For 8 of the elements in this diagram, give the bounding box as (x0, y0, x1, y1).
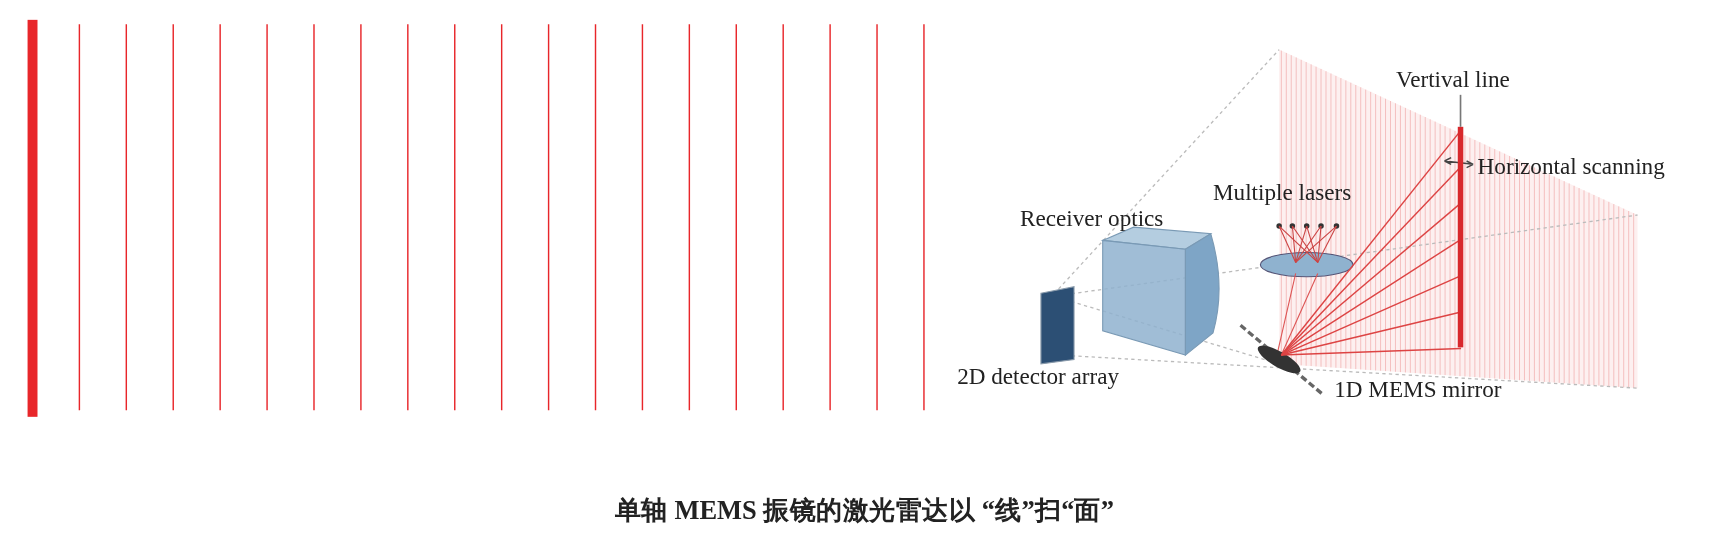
callout-label: 2D detector array (957, 363, 1120, 390)
callout-label: Vertival line (1396, 67, 1510, 93)
caption: 单轴 MEMS 振镜的激光雷达以 “线”扫“面” (613, 496, 1116, 526)
callout-label: Receiver optics (1020, 206, 1164, 232)
leader-line (1459, 94, 1462, 128)
callout-label: Multiple lasers (1212, 179, 1352, 206)
callout-label: 1D MEMS mirror (1334, 377, 1502, 403)
callout-label: Horizontal scanning (1477, 154, 1665, 180)
